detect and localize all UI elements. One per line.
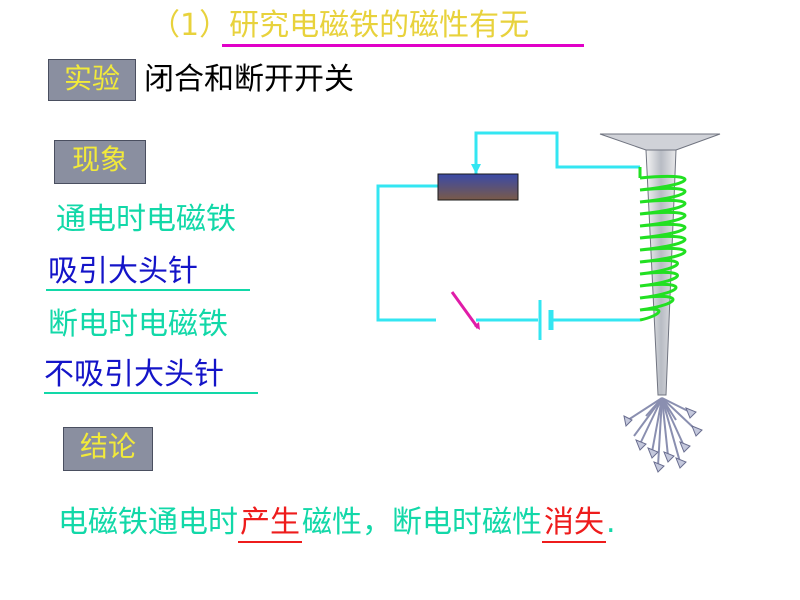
experiment-text: 闭合和断开开关 xyxy=(144,62,354,97)
switch-icon xyxy=(450,291,480,330)
conclusion-part2: 磁性，断电时磁性 xyxy=(302,505,542,540)
battery-icon xyxy=(538,300,554,340)
circuit-wires xyxy=(376,131,640,322)
conclusion-blank-2: 消失 xyxy=(542,505,606,543)
coil-winding xyxy=(638,167,687,322)
current-arrow-icon xyxy=(471,164,481,174)
unpowered-result-underline xyxy=(44,392,258,394)
conclusion-part3: . xyxy=(606,505,616,540)
page-title: （1）研究电磁铁的磁性有无 xyxy=(150,8,530,43)
experiment-tag: 实验 xyxy=(48,59,136,101)
powered-result: 吸引大头针 xyxy=(48,254,198,289)
title-underline xyxy=(222,44,584,47)
conclusion-sentence: 电磁铁通电时产生磁性，断电时磁性消失. xyxy=(58,503,616,543)
iron-core-nail xyxy=(599,133,721,396)
conclusion-blank-1: 产生 xyxy=(238,505,302,543)
conclusion-part1: 电磁铁通电时 xyxy=(58,505,238,540)
unpowered-label: 断电时电磁铁 xyxy=(48,307,228,342)
powered-label: 通电时电磁铁 xyxy=(56,202,236,237)
conclusion-tag: 结论 xyxy=(63,427,153,471)
phenomenon-tag: 现象 xyxy=(54,140,146,184)
powered-result-underline xyxy=(46,289,250,291)
pin-heads xyxy=(623,407,703,473)
pins-cluster xyxy=(627,397,697,467)
unpowered-result: 不吸引大头针 xyxy=(44,357,224,392)
resistor xyxy=(437,173,519,201)
